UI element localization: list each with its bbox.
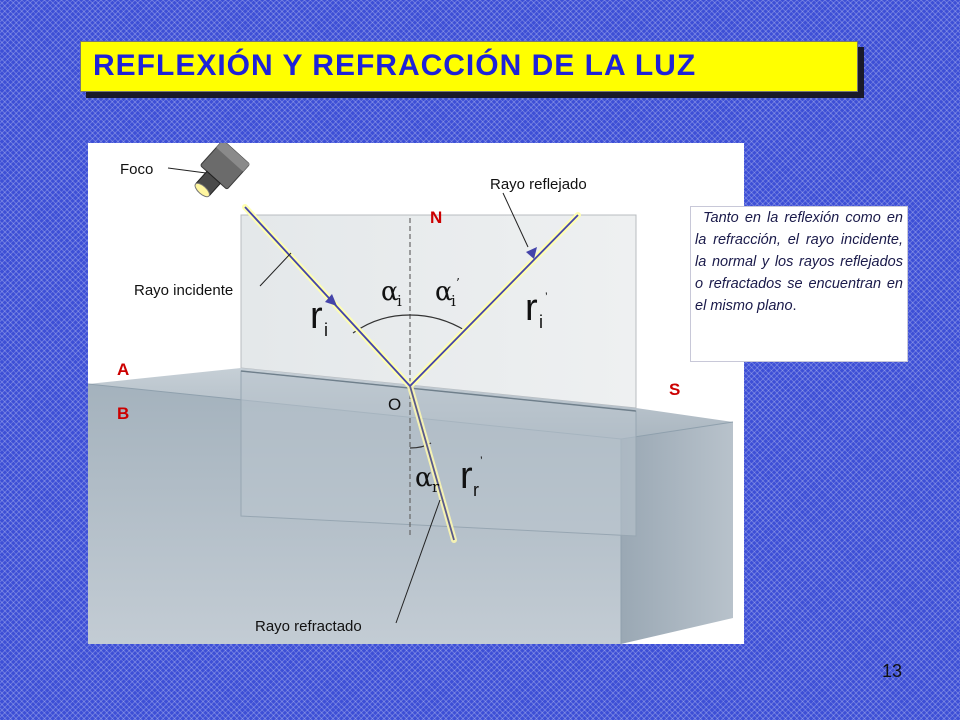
page-number: 13 xyxy=(882,661,903,681)
surface-line xyxy=(240,370,637,412)
refractado-leader xyxy=(395,499,441,624)
note-body: Tanto en la reflexión como en la refracc… xyxy=(695,210,903,314)
angle-refraction-symbol: αr xyxy=(415,463,440,496)
incident-ray-symbol: ri xyxy=(310,295,328,340)
note-period: . xyxy=(792,298,797,314)
refracted-ray-symbol: rr’ xyxy=(460,454,483,500)
surface-label: S xyxy=(669,380,680,399)
reflected-ray-arrow xyxy=(526,247,537,259)
medium-a-label: A xyxy=(117,360,129,379)
angle-incidence-symbol: αi xyxy=(381,277,402,310)
rayo-reflejado-label: Rayo reflejado xyxy=(490,176,587,193)
refracted-ray xyxy=(409,385,455,541)
reflejado-leader xyxy=(502,192,529,248)
note-box: Tanto en la reflexión como en la refracc… xyxy=(690,206,908,362)
angle-reflection-symbol: αi’ xyxy=(435,276,460,310)
rayo-refractado-label: Rayo refractado xyxy=(255,618,362,635)
refraction-diagram: Foco Rayo reflejado Rayo incidente Rayo … xyxy=(88,143,734,644)
glass-block-side xyxy=(621,422,733,644)
incident-ray xyxy=(244,206,411,387)
foco-leader xyxy=(167,167,207,174)
normal-label: N xyxy=(430,208,442,227)
diagram-panel: Foco Rayo reflejado Rayo incidente Rayo … xyxy=(88,143,744,644)
foco-label: Foco xyxy=(120,161,153,178)
lamp-icon xyxy=(194,143,250,198)
reflected-ray-symbol: ri’ xyxy=(525,287,548,332)
reflected-ray xyxy=(409,214,579,387)
note-text: Tanto en la reflexión como en la refracc… xyxy=(695,207,903,317)
origin-label: O xyxy=(388,395,401,414)
slide-title: REFLEXIÓN Y REFRACCIÓN DE LA LUZ xyxy=(93,49,697,82)
title-banner: REFLEXIÓN Y REFRACCIÓN DE LA LUZ xyxy=(80,41,858,92)
angle-arc-incidence xyxy=(352,314,467,334)
medium-b-label: B xyxy=(117,404,129,423)
rayo-incidente-label: Rayo incidente xyxy=(134,282,233,299)
incidente-leader xyxy=(259,252,292,287)
incident-ray-arrow xyxy=(325,294,337,306)
